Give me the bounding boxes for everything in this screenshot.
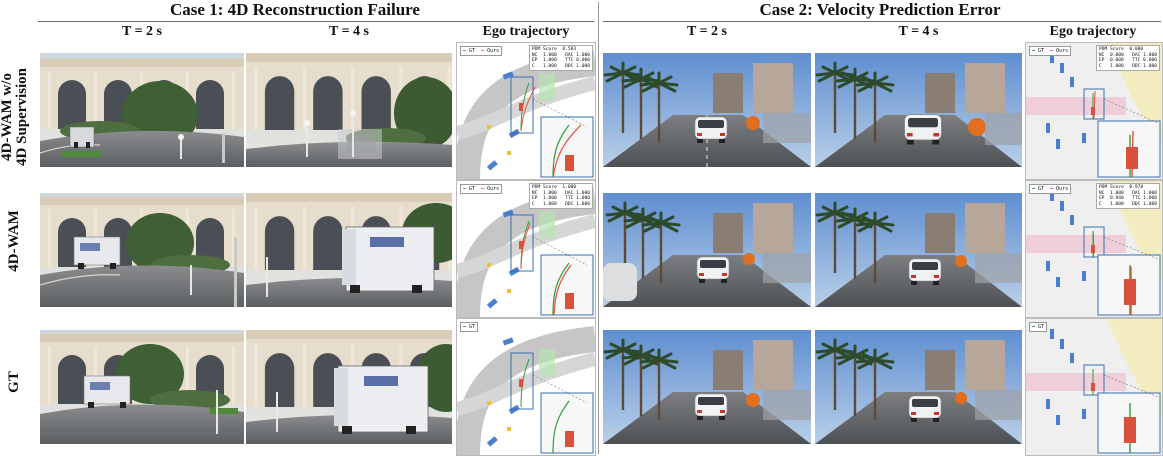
c1-row1-metric-line: NC 1.000 DAC 1.000 [531, 52, 590, 58]
c2-row1-metric-line: PDM Score 0.000 [1098, 47, 1144, 52]
c1-row2-metrics: PDM Score 1.000 NC 1.000 DAC 1.000 EP 1.… [528, 183, 593, 210]
c1-row2-metric-line: NC 1.000 DAC 1.000 [531, 190, 590, 196]
c1-row1-legend-gt: GT [469, 48, 476, 54]
c1-row2-legend-gt: GT [469, 186, 476, 192]
c1-row1-metric-line: PDM Score 0.583 [531, 47, 577, 52]
case2-title: Case 2: Velocity Prediction Error [759, 0, 1001, 19]
case1-title-rule [38, 21, 594, 22]
c1-row1-metric-line: C 1.000 DDC 1.000 [531, 63, 590, 69]
row-label-gt: GT [6, 327, 23, 437]
c2-row2-legend: ━ GT ━ Ours [1029, 184, 1072, 194]
c1-row2-metric-line: EP 1.000 TTC 1.000 [531, 196, 590, 202]
c2-row1-metric-line: C 1.000 DDC 1.000 [1098, 63, 1157, 69]
row-label-4dwam: 4D-WAM [6, 186, 23, 296]
c2-row1-legend-gt: GT [1038, 48, 1045, 54]
c1-row3-t2-image [40, 330, 244, 444]
c2-row1-metrics: PDM Score 0.000 NC 0.000 DAC 1.000 EP 0.… [1095, 45, 1160, 72]
c1-row2-legend: ━ GT ━ Ours [460, 184, 503, 194]
c1-row1-legend-ours: Ours [487, 48, 500, 54]
c1-row2-legend-ours: Ours [487, 186, 500, 192]
c2-row3-legend-gt: GT [1038, 324, 1045, 330]
c1-row2-t2-image [40, 193, 244, 307]
c2-row1-trajectory: ━ GT ━ Ours PDM Score 0.000 NC 0.000 DAC… [1025, 42, 1163, 180]
row2-label-line1: 4D-WAM [6, 210, 22, 272]
c1-row2-metric-line: C 1.000 DDC 1.000 [531, 201, 590, 207]
c2-col-t2: T = 2 s [686, 24, 727, 39]
c2-row2-t4-image [815, 193, 1022, 307]
c1-row2-t4-image [246, 193, 452, 307]
c2-row1-t2-image [603, 53, 811, 167]
c1-col-t2: T = 2 s [121, 24, 162, 39]
c2-row2-metric-line: EP 0.940 TTC 1.000 [1098, 196, 1157, 202]
c2-row2-trajectory: ━ GT ━ Ours PDM Score 0.978 NC 1.000 DAC… [1025, 180, 1163, 318]
c2-row2-metric-line: NC 1.000 DAC 1.000 [1098, 190, 1157, 196]
row1-label-line2: 4D Supervision [14, 68, 30, 166]
c2-row3-t4-image [815, 330, 1022, 444]
c1-row3-trajectory: ━ GT [456, 318, 596, 456]
c2-row2-metric-line: C 1.000 DDC 1.000 [1098, 201, 1157, 207]
row3-label-line1: GT [6, 371, 22, 393]
c2-row1-t4-image [815, 53, 1022, 167]
c2-row1-metric-line: NC 0.000 DAC 1.000 [1098, 52, 1157, 58]
c2-row2-legend-gt: GT [1038, 186, 1045, 192]
c1-row1-metric-line: EP 1.000 TTC 0.000 [531, 58, 590, 64]
c1-row1-t2-image [40, 53, 244, 167]
c1-row1-t4-image [246, 53, 452, 167]
c1-col-ego: Ego trajectory [482, 24, 570, 39]
case1-title: Case 1: 4D Reconstruction Failure [170, 0, 420, 19]
case2-title-rule [603, 21, 1161, 22]
c2-row2-metrics: PDM Score 0.978 NC 1.000 DAC 1.000 EP 0.… [1095, 183, 1160, 210]
c1-row3-legend-gt: GT [469, 324, 476, 330]
c2-row1-legend: ━ GT ━ Ours [1029, 46, 1072, 56]
c2-row2-legend-ours: Ours [1056, 186, 1069, 192]
c2-row3-legend: ━ GT [1029, 322, 1048, 332]
c1-row2-metric-line: PDM Score 1.000 [531, 185, 577, 190]
c2-row2-t2-image [603, 193, 811, 307]
row-label-wo-supervision: 4D-WAM w/o 4D Supervision [0, 52, 30, 182]
c2-row1-legend-ours: Ours [1056, 48, 1069, 54]
c1-row2-trajectory: ━ GT ━ Ours PDM Score 1.000 NC 1.000 DAC… [456, 180, 596, 318]
c1-row1-metrics: PDM Score 0.583 NC 1.000 DAC 1.000 EP 1.… [528, 45, 593, 72]
c1-row3-legend: ━ GT [460, 322, 479, 332]
c1-row1-trajectory: ━ GT ━ Ours PDM Score 0.583 NC 1.000 DAC… [456, 42, 596, 180]
c1-row1-legend: ━ GT ━ Ours [460, 46, 503, 56]
c2-col-t4: T = 4 s [898, 24, 939, 39]
c2-col-ego: Ego trajectory [1049, 24, 1137, 39]
c1-col-t4: T = 4 s [328, 24, 369, 39]
case-divider [598, 2, 599, 454]
c2-row1-metric-line: EP 0.000 TTC 0.000 [1098, 58, 1157, 64]
c2-row2-metric-line: PDM Score 0.978 [1098, 185, 1144, 190]
c2-row3-t2-image [603, 330, 811, 444]
row1-label-line1: 4D-WAM w/o [0, 73, 15, 161]
c1-row3-t4-image [246, 330, 452, 444]
c2-row3-trajectory: ━ GT [1025, 318, 1163, 456]
